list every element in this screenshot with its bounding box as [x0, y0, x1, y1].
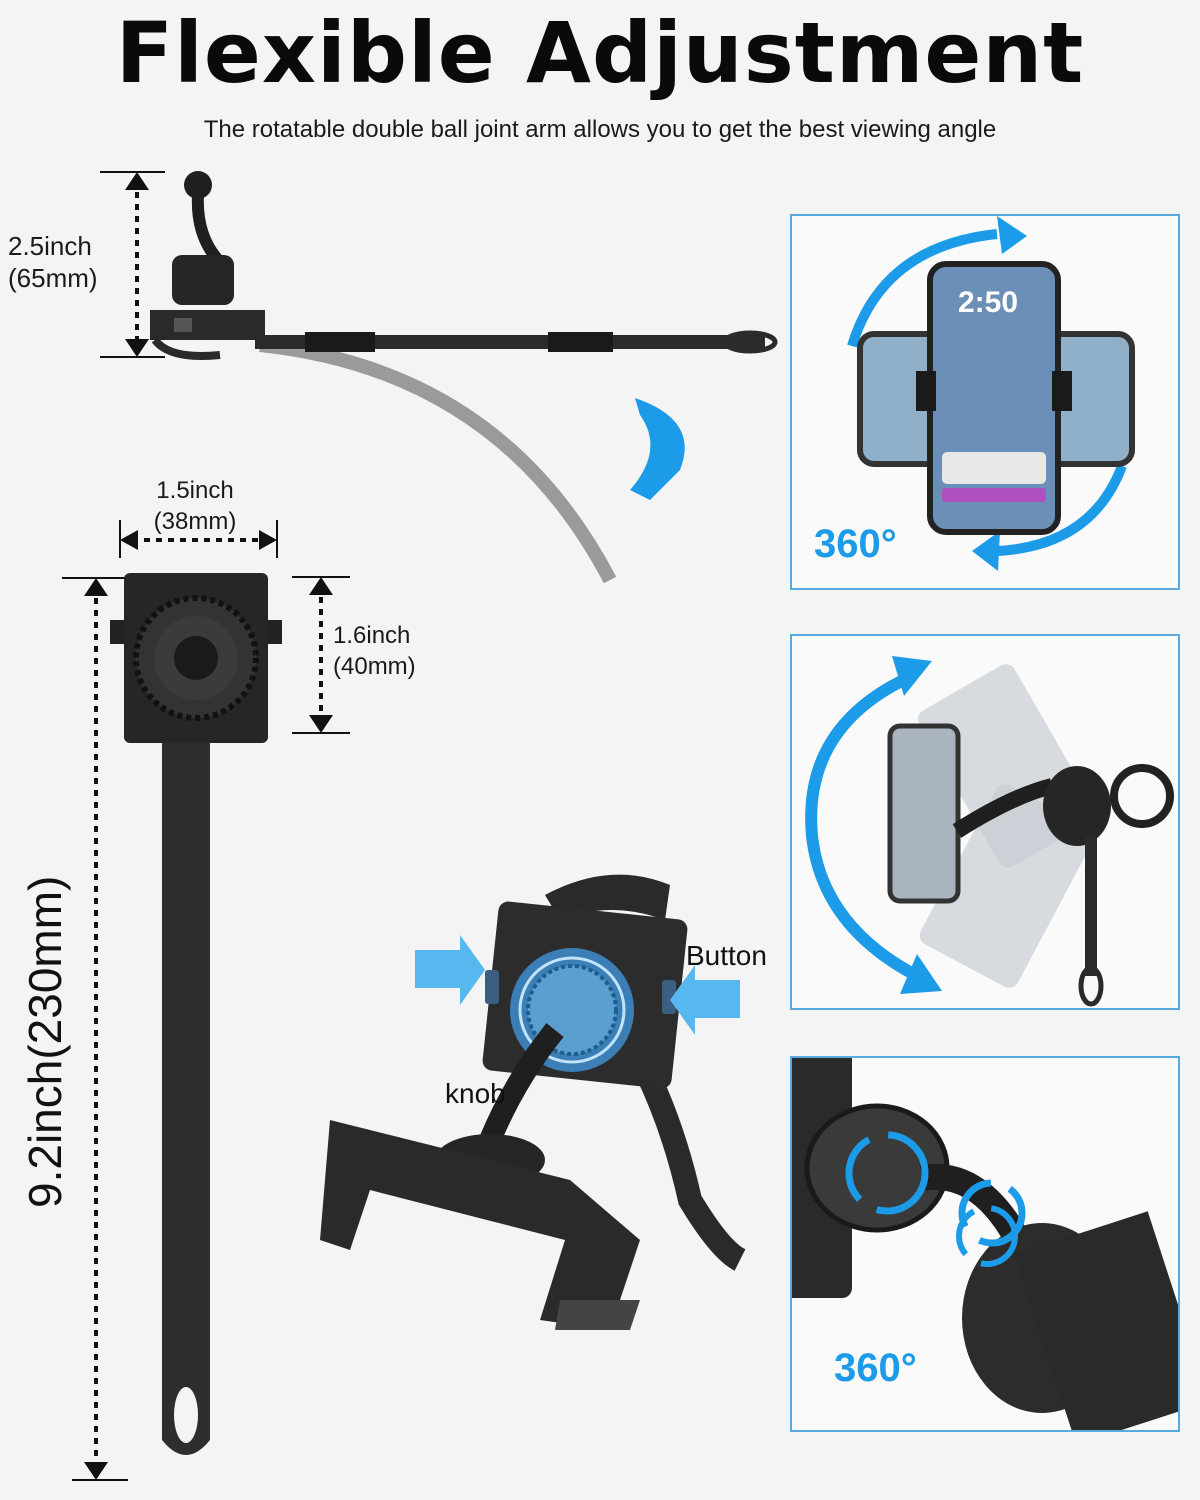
joint-panel: 360°	[790, 1056, 1180, 1432]
bend-arrow-icon	[630, 398, 685, 500]
base-height-mm: (40mm)	[333, 653, 416, 680]
base-width-mm: (38mm)	[153, 508, 237, 535]
arm-height-mm: (65mm)	[8, 263, 98, 293]
base-height-label: 1.6inch (40mm)	[333, 620, 416, 682]
strap-length-label: 9.2inch(230mm)	[19, 875, 71, 1208]
arm-height-label: 2.5inch (65mm)	[8, 230, 98, 294]
rotating-phone-illustration	[847, 216, 1135, 571]
button-callout: Button	[686, 940, 767, 971]
mount-with-knob-illustration	[320, 874, 747, 1330]
mount-front-view-illustration	[62, 573, 282, 1481]
rotation-panel: 2:50 360°	[790, 214, 1180, 590]
tilt-arrow-icon	[805, 670, 920, 982]
tilting-phone-illustration	[805, 656, 1174, 1007]
arm-height-inch: 2.5inch	[8, 231, 92, 261]
base-width-dimension	[119, 520, 278, 558]
arm-side-view-illustration	[100, 171, 778, 584]
knob-callout: knob	[445, 1078, 506, 1109]
rotation-degree-label: 360°	[814, 522, 897, 566]
base-width-label: 1.5inch (38mm)	[130, 475, 260, 537]
page-title: Flexible Adjustment	[115, 4, 1085, 102]
phone-clock: 2:50	[958, 286, 1019, 319]
rotate-arrow-top-icon	[847, 229, 998, 348]
base-width-inch: 1.5inch	[156, 477, 234, 504]
page-subtitle: The rotatable double ball joint arm allo…	[203, 116, 997, 143]
left-press-arrow-icon	[415, 935, 485, 1005]
tilt-panel	[790, 634, 1180, 1010]
rotate-arrow-bottom-icon	[996, 464, 1127, 556]
base-height-inch: 1.6inch	[333, 622, 411, 649]
right-press-arrow-icon	[670, 965, 740, 1035]
joint-degree-label: 360°	[834, 1346, 917, 1390]
base-height-dimension	[292, 576, 350, 734]
ball-joint-closeup-illustration	[792, 1058, 1178, 1430]
